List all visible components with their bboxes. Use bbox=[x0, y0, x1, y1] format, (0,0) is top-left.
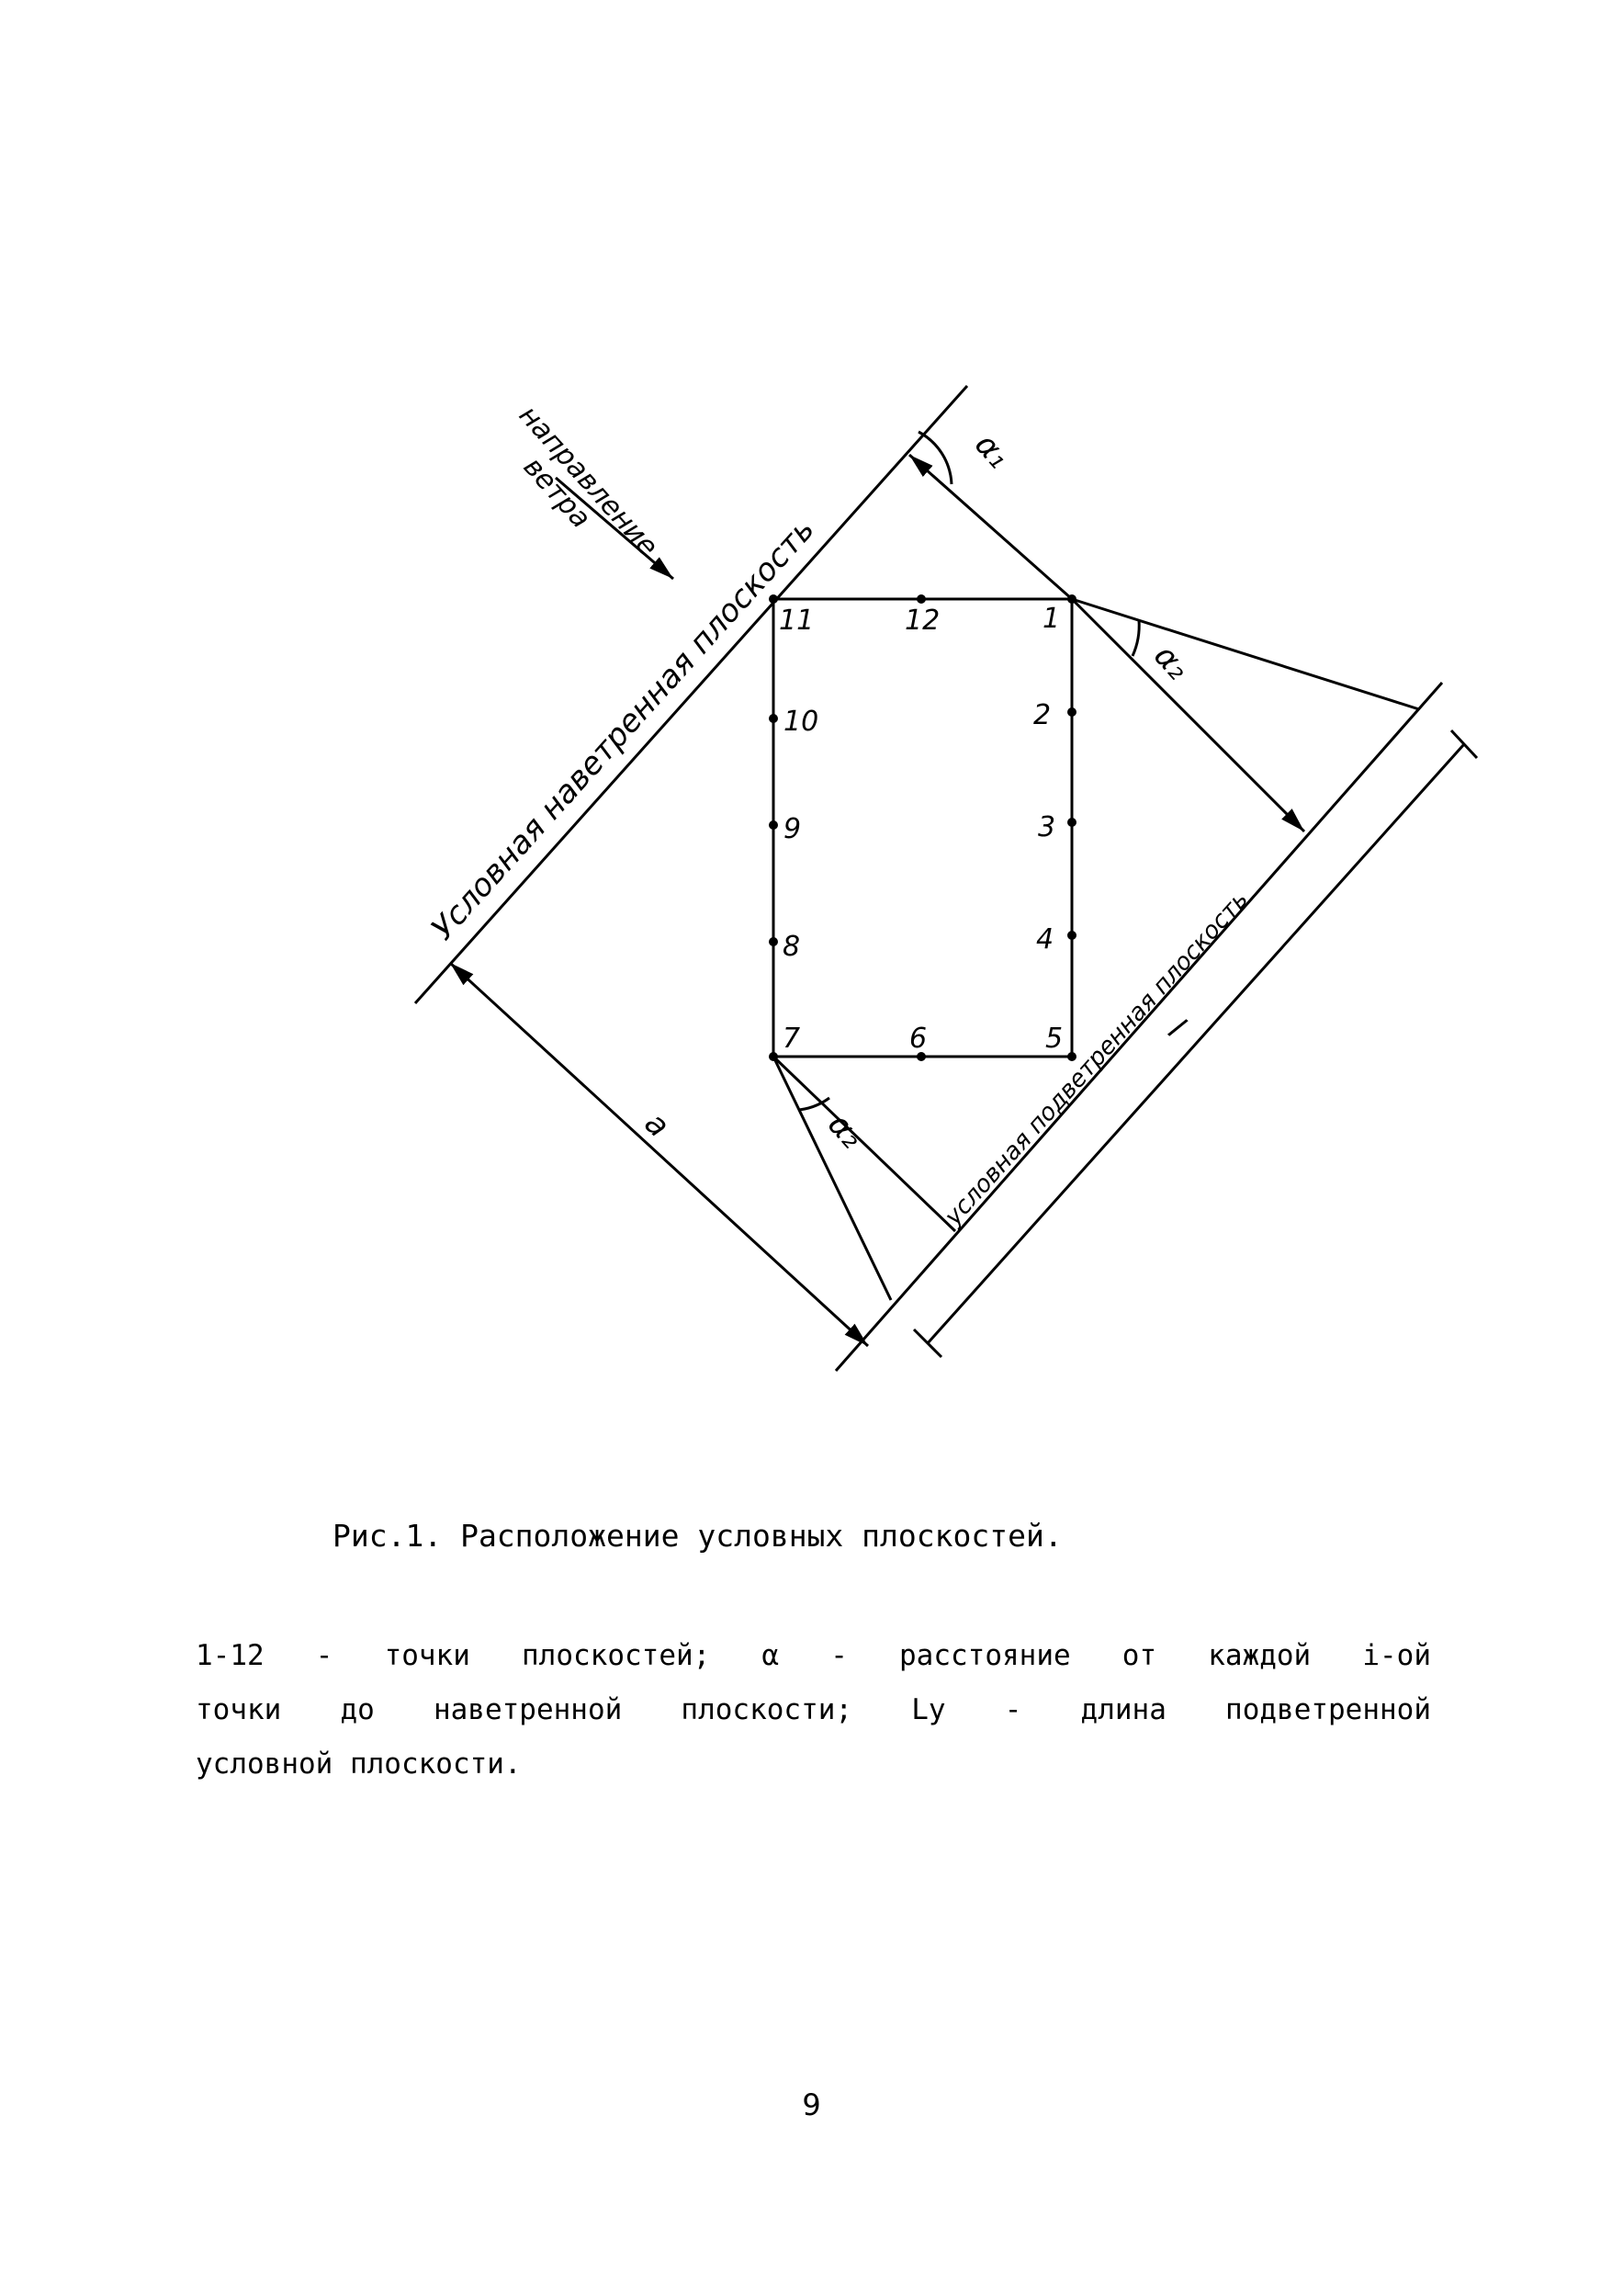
point-1-label: 1 bbox=[1043, 603, 1060, 635]
point-10-label: 10 bbox=[783, 706, 818, 738]
point-6-label: 6 bbox=[909, 1023, 927, 1055]
leeward-plane-line bbox=[834, 682, 1444, 1372]
alpha1-label: α₁ bbox=[967, 426, 1017, 476]
point-12-label: 12 bbox=[905, 605, 940, 637]
point-4-label: 4 bbox=[1036, 923, 1054, 956]
alpha1-arc bbox=[918, 430, 953, 485]
figure-legend: 1-12 - точки плоскостей; α - расстояние … bbox=[196, 1629, 1431, 1792]
legend-line-2: точки до наветренной плоскости; Lу - дли… bbox=[196, 1693, 1431, 1726]
legend-line-3: условной плоскости. bbox=[196, 1747, 522, 1781]
point-7-label: 7 bbox=[783, 1023, 800, 1055]
wind-direction-arrow bbox=[555, 476, 674, 581]
alpha1-projection-line bbox=[908, 453, 1073, 601]
figure-caption: Рис.1. Расположение условных плоскостей. bbox=[332, 1518, 1063, 1554]
alpha2-top-arc bbox=[1131, 619, 1141, 657]
point-3-label: 3 bbox=[1038, 811, 1055, 843]
windward-plane-label: Условная наветренная плоскость bbox=[424, 511, 822, 947]
length-l-label: l bbox=[1161, 1012, 1191, 1046]
windward-plane-line bbox=[413, 385, 969, 1004]
leeward-plane-label: условная подветренная плоскость bbox=[939, 886, 1254, 1231]
point-11-label: 11 bbox=[779, 605, 814, 637]
distance-a-line bbox=[448, 961, 870, 1348]
alpha2-bottom-label: α₂ bbox=[820, 1106, 870, 1156]
page-number: 9 bbox=[802, 2087, 821, 2122]
point-8-label: 8 bbox=[783, 931, 800, 963]
length-dimension-line bbox=[926, 742, 1466, 1345]
point-5-label: 5 bbox=[1045, 1023, 1063, 1055]
alpha2-bottom-arc bbox=[798, 1096, 830, 1112]
building-outline bbox=[772, 597, 1074, 1058]
point-9-label: 9 bbox=[783, 813, 801, 845]
point-2-label: 2 bbox=[1033, 699, 1051, 731]
legend-line-1: 1-12 - точки плоскостей; α - расстояние … bbox=[196, 1639, 1431, 1672]
figure-planes-diagram: 1 2 3 4 5 6 7 8 9 10 11 12 Условная наве… bbox=[413, 385, 1479, 1372]
